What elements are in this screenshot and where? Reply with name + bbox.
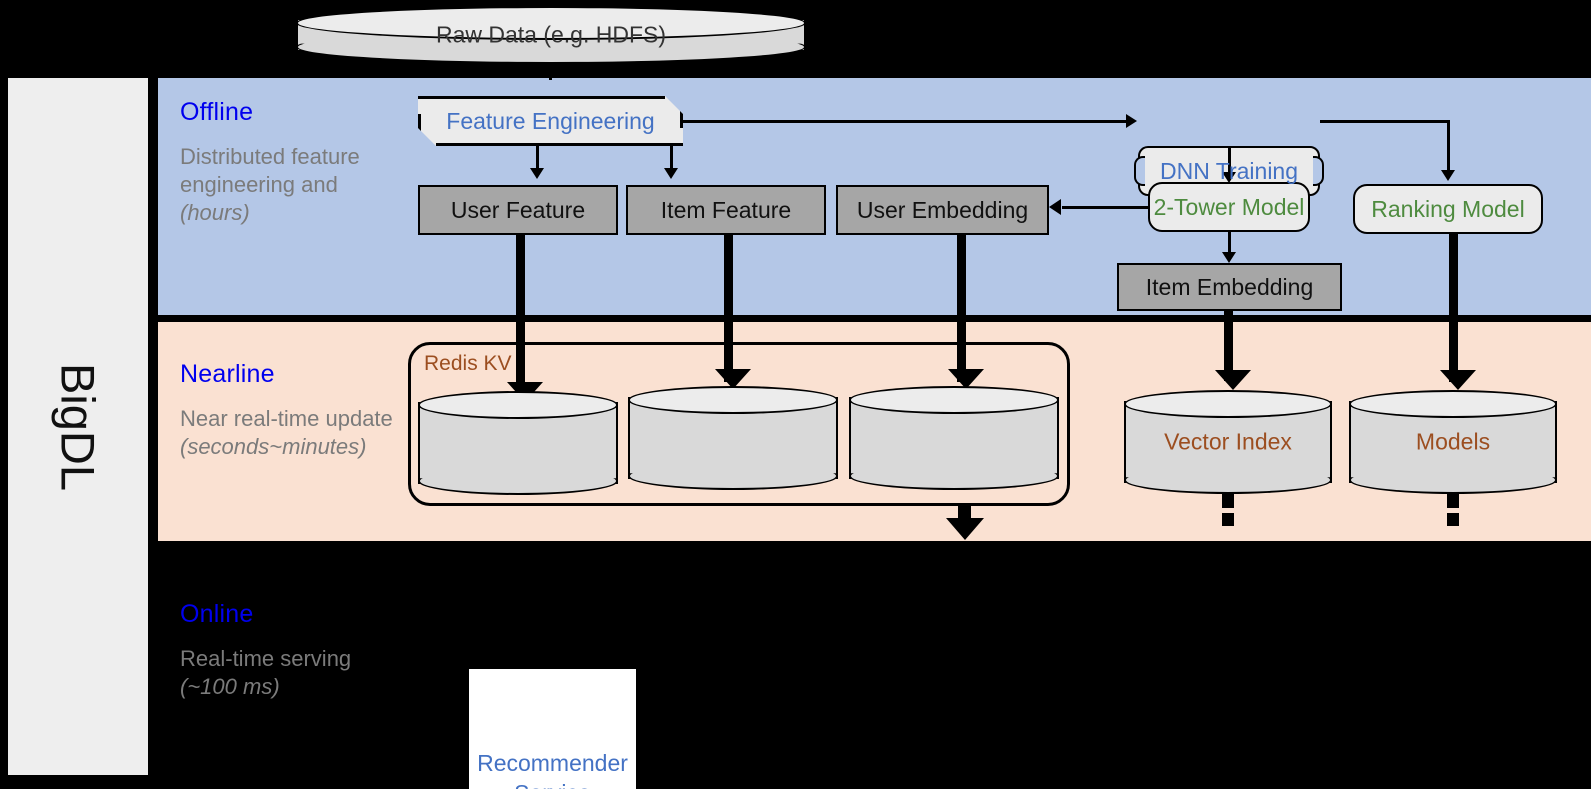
- offline-stage-title: Offline: [180, 98, 254, 126]
- connector-userfeature-store: [516, 235, 525, 395]
- connector-fe-itemfeature: [670, 146, 673, 172]
- arrow-twotower-itemembedding: [1222, 252, 1236, 263]
- models-top: [1349, 390, 1557, 418]
- arrow-dnn-ranking: [1441, 170, 1455, 181]
- online-desc-emphasis: (~100 ms): [180, 674, 280, 700]
- online-desc-text: Real-time serving: [180, 646, 352, 671]
- redis-store-1[interactable]: [418, 391, 618, 495]
- arrow-rawdata-fe: [541, 66, 559, 79]
- offline-desc-text: Distributed feature engineering and: [180, 144, 360, 198]
- item-embedding-box[interactable]: Item Embedding: [1117, 263, 1342, 311]
- models-cylinder[interactable]: Models: [1349, 390, 1557, 494]
- connector-rankingmodel-models: [1449, 234, 1458, 382]
- store-2-top: [628, 386, 838, 414]
- ranking-model-box[interactable]: Ranking Model: [1353, 184, 1543, 234]
- arrow-rankingmodel-models: [1440, 370, 1476, 390]
- connector-dnn-ranking-h: [1320, 120, 1450, 123]
- connector-models-ranking-dash1: [1447, 494, 1459, 508]
- connector-itemfeature-store: [724, 235, 733, 382]
- offline-stage-description: Distributed feature engineering and (hou…: [180, 143, 395, 227]
- connector-twotower-userembedding: [1062, 206, 1150, 209]
- bigdl-label: BigDL: [51, 362, 105, 491]
- redis-kv-label: Redis KV: [424, 352, 512, 375]
- user-feature-box[interactable]: User Feature: [418, 185, 618, 235]
- arrow-redis-featureservice: [946, 518, 984, 540]
- nearline-stage-description: Near real-time update (seconds~minutes): [180, 405, 405, 461]
- raw-data-cylinder: Raw Data (e.g. HDFS): [296, 6, 806, 64]
- vector-index-label: Vector Index: [1164, 428, 1292, 455]
- connector-dnn-ranking-v: [1447, 120, 1450, 174]
- connector-dnn-twotower: [1228, 146, 1231, 178]
- redis-store-3[interactable]: [849, 386, 1059, 490]
- nearline-desc-emphasis: (seconds~minutes): [180, 434, 367, 460]
- recommender-service-note[interactable]: Recommender Service: [468, 668, 637, 789]
- nearline-desc-text: Near real-time update: [180, 406, 393, 431]
- nearline-stage-title: Nearline: [180, 360, 275, 388]
- arrow-fe-itemfeature: [664, 168, 678, 179]
- connector-fe-userfeature: [536, 146, 539, 172]
- item-feature-box[interactable]: Item Feature: [626, 185, 826, 235]
- redis-kv-container: [408, 342, 1070, 506]
- dnn-training-label: DNN Training: [1159, 157, 1299, 184]
- connector-itemembedding-vectorindex: [1224, 311, 1233, 381]
- raw-data-label: Raw Data (e.g. HDFS): [435, 21, 667, 48]
- feature-engineering-label: Feature Engineering: [446, 107, 655, 134]
- arrow-userembedding-store: [948, 369, 984, 389]
- two-tower-model-label: 2-Tower Model: [1153, 193, 1305, 220]
- feature-engineering-box[interactable]: Feature Engineering: [418, 96, 683, 146]
- connector-models-ranking-dash2: [1447, 513, 1459, 526]
- item-embedding-label: Item Embedding: [1145, 273, 1314, 300]
- vector-index-top: [1124, 390, 1332, 418]
- user-feature-label: User Feature: [450, 196, 586, 223]
- online-stage-title: Online: [180, 600, 254, 628]
- online-stage-panel: [158, 548, 1591, 789]
- connector-redis-featureservice-dash: [958, 505, 971, 518]
- connector-vectorindex-recall-dash1: [1222, 494, 1234, 508]
- online-stage-description: Real-time serving (~100 ms): [180, 645, 385, 701]
- store-1-top: [418, 391, 618, 419]
- connector-vectorindex-recall-dash2: [1222, 513, 1234, 526]
- store-3-top: [849, 386, 1059, 414]
- ranking-model-label: Ranking Model: [1371, 195, 1525, 222]
- redis-store-2[interactable]: [628, 386, 838, 490]
- arrow-itemembedding-vectorindex: [1215, 370, 1251, 390]
- vector-index-cylinder[interactable]: Vector Index: [1124, 390, 1332, 494]
- models-label: Models: [1415, 428, 1491, 455]
- user-embedding-label: User Embedding: [856, 196, 1029, 223]
- two-tower-model-box[interactable]: 2-Tower Model: [1148, 182, 1310, 232]
- arrow-fe-dnn: [1126, 114, 1137, 128]
- arrow-dnn-twotower: [1222, 172, 1236, 183]
- user-embedding-box[interactable]: User Embedding: [836, 185, 1049, 235]
- connector-twotower-itemembedding: [1228, 232, 1231, 260]
- raw-data-top: [296, 6, 806, 40]
- arrow-fe-userfeature: [530, 168, 544, 179]
- connector-userembedding-store: [957, 235, 966, 382]
- recommender-service-label: Recommender Service: [477, 749, 628, 789]
- offline-desc-emphasis: (hours): [180, 200, 250, 226]
- arrow-twotower-userembedding: [1049, 199, 1061, 215]
- arrow-itemfeature-store: [715, 369, 751, 389]
- connector-fe-dnn: [683, 120, 1128, 123]
- item-feature-label: Item Feature: [660, 196, 792, 223]
- bigdl-sidebar: BigDL: [8, 78, 148, 775]
